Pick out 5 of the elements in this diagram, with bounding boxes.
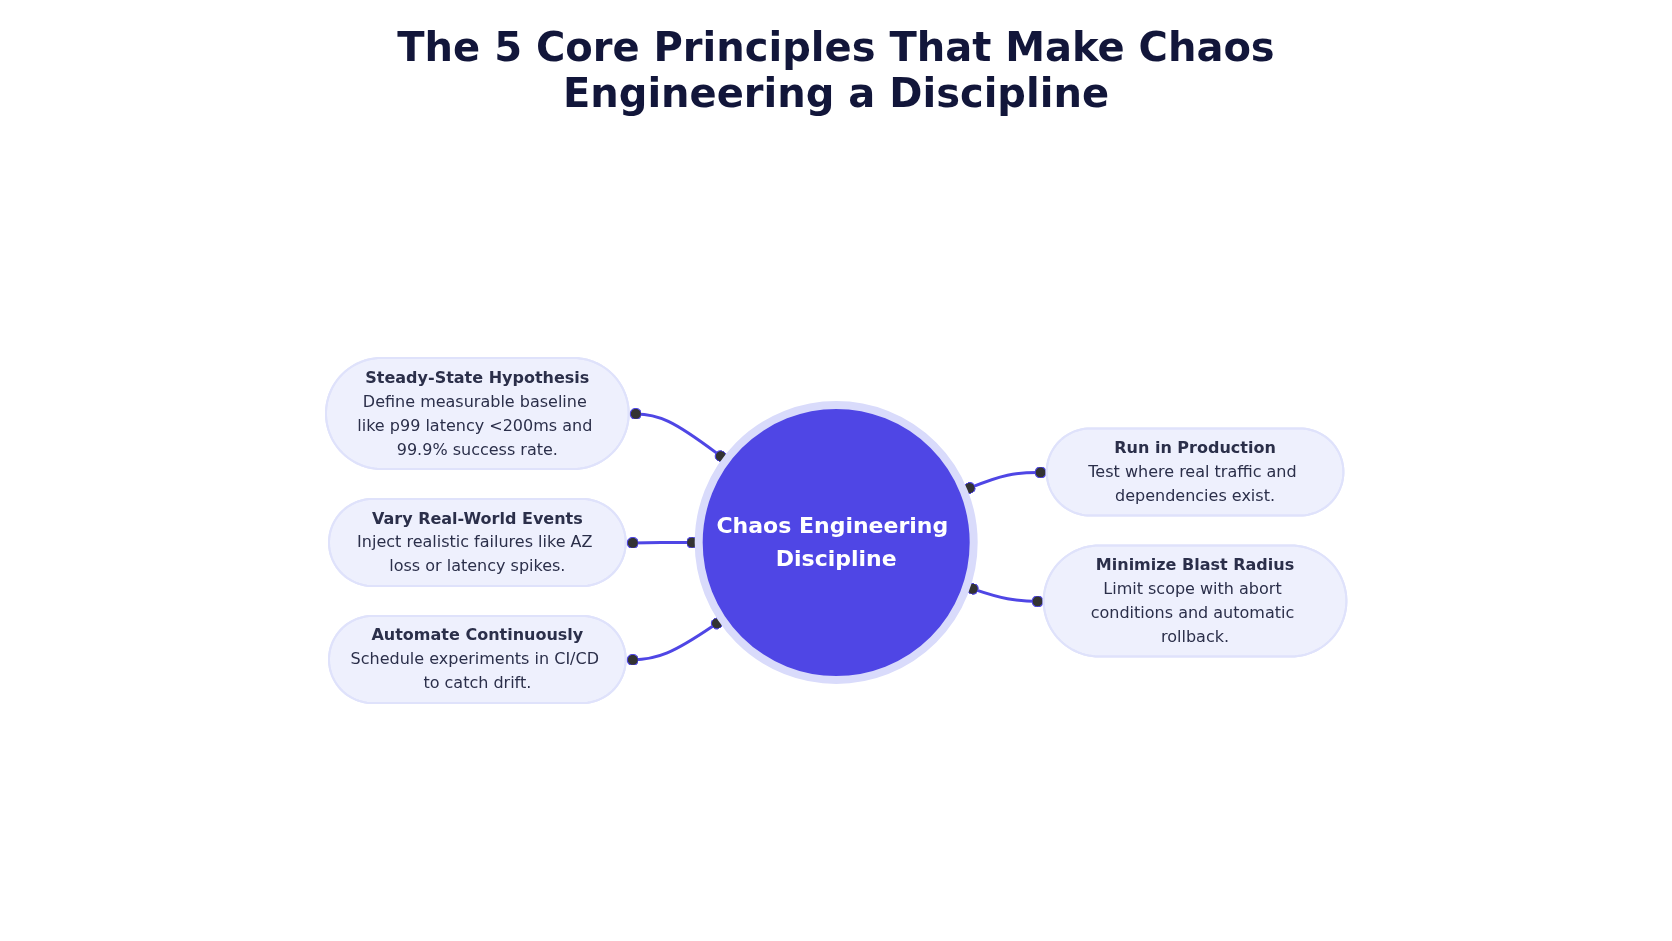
- node-circle: Chaos Engineering Discipline: [694, 401, 978, 684]
- title: The 5 Core Principles That Make Chaos Engineering a Discipline: [396, 24, 1276, 116]
- connector: [628, 407, 727, 463]
- connector: [962, 466, 1047, 495]
- connector: [626, 617, 724, 666]
